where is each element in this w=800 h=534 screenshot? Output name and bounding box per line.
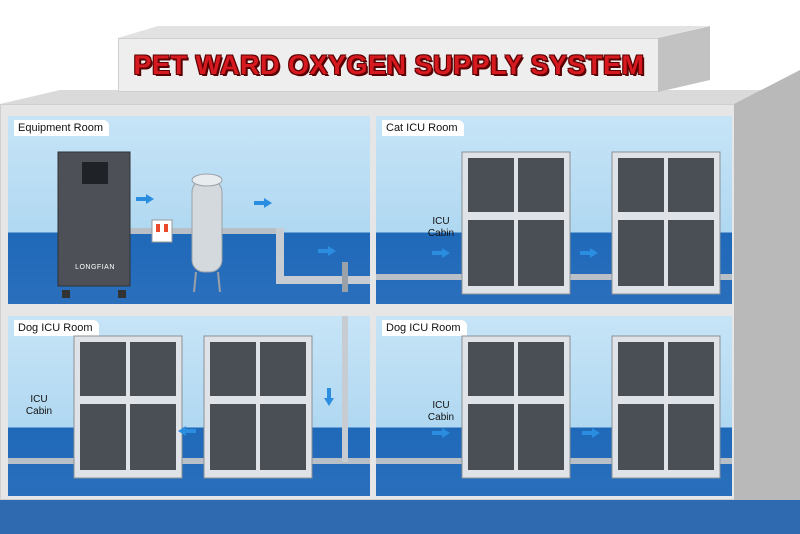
building-side (734, 70, 800, 500)
dog-icu-room-right: Dog ICU Room ICU Cabin (376, 316, 732, 496)
flow-arrow-icon (432, 428, 450, 438)
icu-cabin-label-line1: ICU (30, 394, 48, 405)
dog-icu-room-right-label: Dog ICU Room (382, 320, 467, 336)
icu-cabin-label-line2: Cabin (427, 228, 455, 239)
brand-logo: LONGFIAN (75, 264, 115, 271)
equipment-illustration (57, 151, 370, 298)
equipment-room: Equipment Room LONGFIAN (8, 116, 370, 304)
building-roof (0, 90, 800, 104)
icu-cabin-label: ICU Cabin (24, 394, 54, 418)
flow-arrow-down-icon (324, 388, 334, 406)
flow-arrow-icon (432, 248, 450, 258)
flow-arrow-icon (136, 194, 154, 204)
icu-cabin-label-line1: ICU (432, 400, 450, 411)
cat-icu-room-label: Cat ICU Room (382, 120, 464, 136)
icu-cabinet-unit (611, 335, 721, 479)
icu-cabinet-unit (611, 151, 721, 295)
equipment-room-label: Equipment Room (14, 120, 109, 136)
flow-arrow-icon (254, 198, 272, 208)
dog-icu-room-left: Dog ICU Room ICU Cabin (8, 316, 370, 496)
icu-cabin-label-line1: ICU (432, 216, 450, 227)
dog-icu-left-illustration (8, 316, 370, 479)
icu-cabin-label: ICU Cabin (426, 400, 456, 424)
icu-cabinet-unit (203, 335, 313, 479)
title-sign-top (118, 26, 708, 38)
title-sign-side (658, 26, 710, 92)
flow-arrow-icon (580, 248, 598, 258)
cat-icu-room: Cat ICU Room ICU Cabin (376, 116, 732, 304)
cat-icu-illustration (376, 151, 732, 295)
icu-cabinet-unit (73, 335, 183, 479)
ground (0, 500, 800, 534)
flow-arrow-icon (178, 426, 196, 436)
icu-cabin-label-line2: Cabin (427, 412, 455, 423)
flow-arrow-icon (582, 428, 600, 438)
icu-cabin-label: ICU Cabin (426, 216, 456, 240)
flow-arrow-icon (318, 246, 336, 256)
icu-cabin-label-line2: Cabin (25, 406, 53, 417)
icu-cabinet-unit (461, 151, 571, 295)
dog-icu-room-left-label: Dog ICU Room (14, 320, 99, 336)
dog-icu-right-illustration (376, 335, 732, 479)
icu-cabinet-unit (461, 335, 571, 479)
page-title: PET WARD OXYGEN SUPPLY SYSTEM (133, 49, 645, 80)
